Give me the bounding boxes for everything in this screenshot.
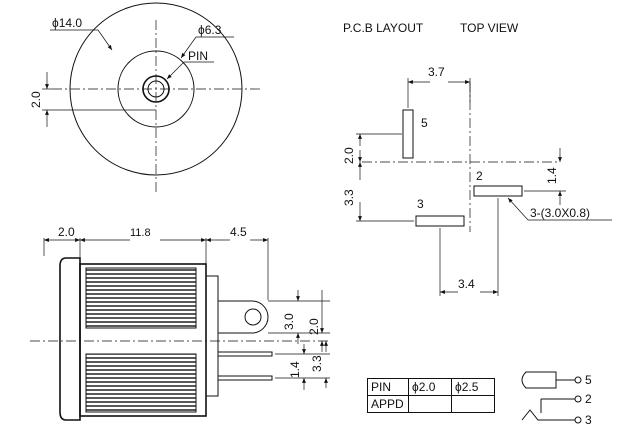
terminal-2-label: 2 — [585, 392, 592, 406]
terminal-3-label: 3 — [585, 413, 592, 427]
thread-upper — [85, 267, 197, 329]
pad-5 — [402, 109, 414, 159]
pin-upper — [217, 351, 273, 357]
lug-hole — [244, 308, 262, 326]
dim-body-label: 11.8 — [130, 227, 151, 239]
dim-flange-label: 2.0 — [58, 225, 75, 239]
dim-pins-label: 4.5 — [230, 225, 247, 239]
inner-diameter-label: ϕ6.3 — [198, 23, 222, 37]
schematic: 5 2 3 — [521, 371, 592, 427]
pcb-view: TOP VIEW — [460, 21, 519, 35]
pin-table: PIN ϕ2.0 ϕ2.5 APPD — [367, 378, 495, 413]
flange — [59, 257, 81, 421]
dim-pin-lower-label: 3.3 — [310, 355, 324, 372]
dim-left-lower-label: 3.3 — [342, 189, 356, 206]
pin-table-header-phi25: ϕ2.5 — [451, 378, 495, 396]
pin-offset-label: 2.0 — [29, 91, 43, 108]
dim-pin-gap-label: 1.4 — [288, 361, 302, 378]
pin-table-appd-phi20 — [408, 395, 452, 413]
pin-table-appd-row: APPD — [367, 395, 495, 413]
front-view: ϕ14.0 ϕ6.3 PIN 2.0 — [29, 2, 262, 194]
pin-table-header-row: PIN ϕ2.0 ϕ2.5 — [367, 378, 495, 396]
pin-table-appd-label: APPD — [367, 395, 409, 413]
rear-block — [205, 275, 219, 397]
terminal-2-dot — [574, 395, 582, 403]
dim-center-label: 2.0 — [307, 318, 321, 335]
pcb-title: P.C.B LAYOUT — [343, 21, 424, 35]
pin-lower — [217, 375, 273, 381]
terminal-3-dot — [574, 416, 582, 424]
pin-table-appd-phi25 — [451, 395, 495, 413]
solder-lug — [218, 300, 269, 334]
side-view: 2.0 11.8 4.5 3.0 2.0 1.4 3.3 — [30, 225, 330, 421]
dim-left-upper-label: 2.0 — [342, 147, 356, 164]
pad-2-label: 2 — [476, 169, 483, 183]
terminal-5-label: 5 — [585, 373, 592, 387]
pad-spec-label: 3-(3.0X0.8) — [530, 206, 590, 220]
dim-bottom-label: 3.4 — [458, 277, 475, 291]
pad-3-label: 3 — [417, 197, 424, 211]
pcb-layout: P.C.B LAYOUT TOP VIEW 5 2 3 3.7 2.0 3.3 … — [342, 21, 612, 296]
pad-3 — [415, 215, 465, 227]
pad-2 — [473, 185, 523, 197]
pin-table-header-phi20: ϕ2.0 — [408, 378, 452, 396]
plug-symbol — [521, 371, 557, 389]
thread-lower — [85, 353, 197, 413]
outer-diameter-label: ϕ14.0 — [52, 16, 82, 30]
terminal-5-dot — [574, 376, 582, 384]
switch-symbol — [521, 409, 575, 421]
dim-top-label: 3.7 — [428, 65, 445, 79]
pad-5-label: 5 — [421, 116, 428, 130]
dim-lug-label: 3.0 — [282, 313, 296, 330]
pin-table-header-pin: PIN — [367, 378, 409, 396]
pin-label: PIN — [188, 49, 208, 63]
dim-right-label: 1.4 — [545, 167, 559, 184]
